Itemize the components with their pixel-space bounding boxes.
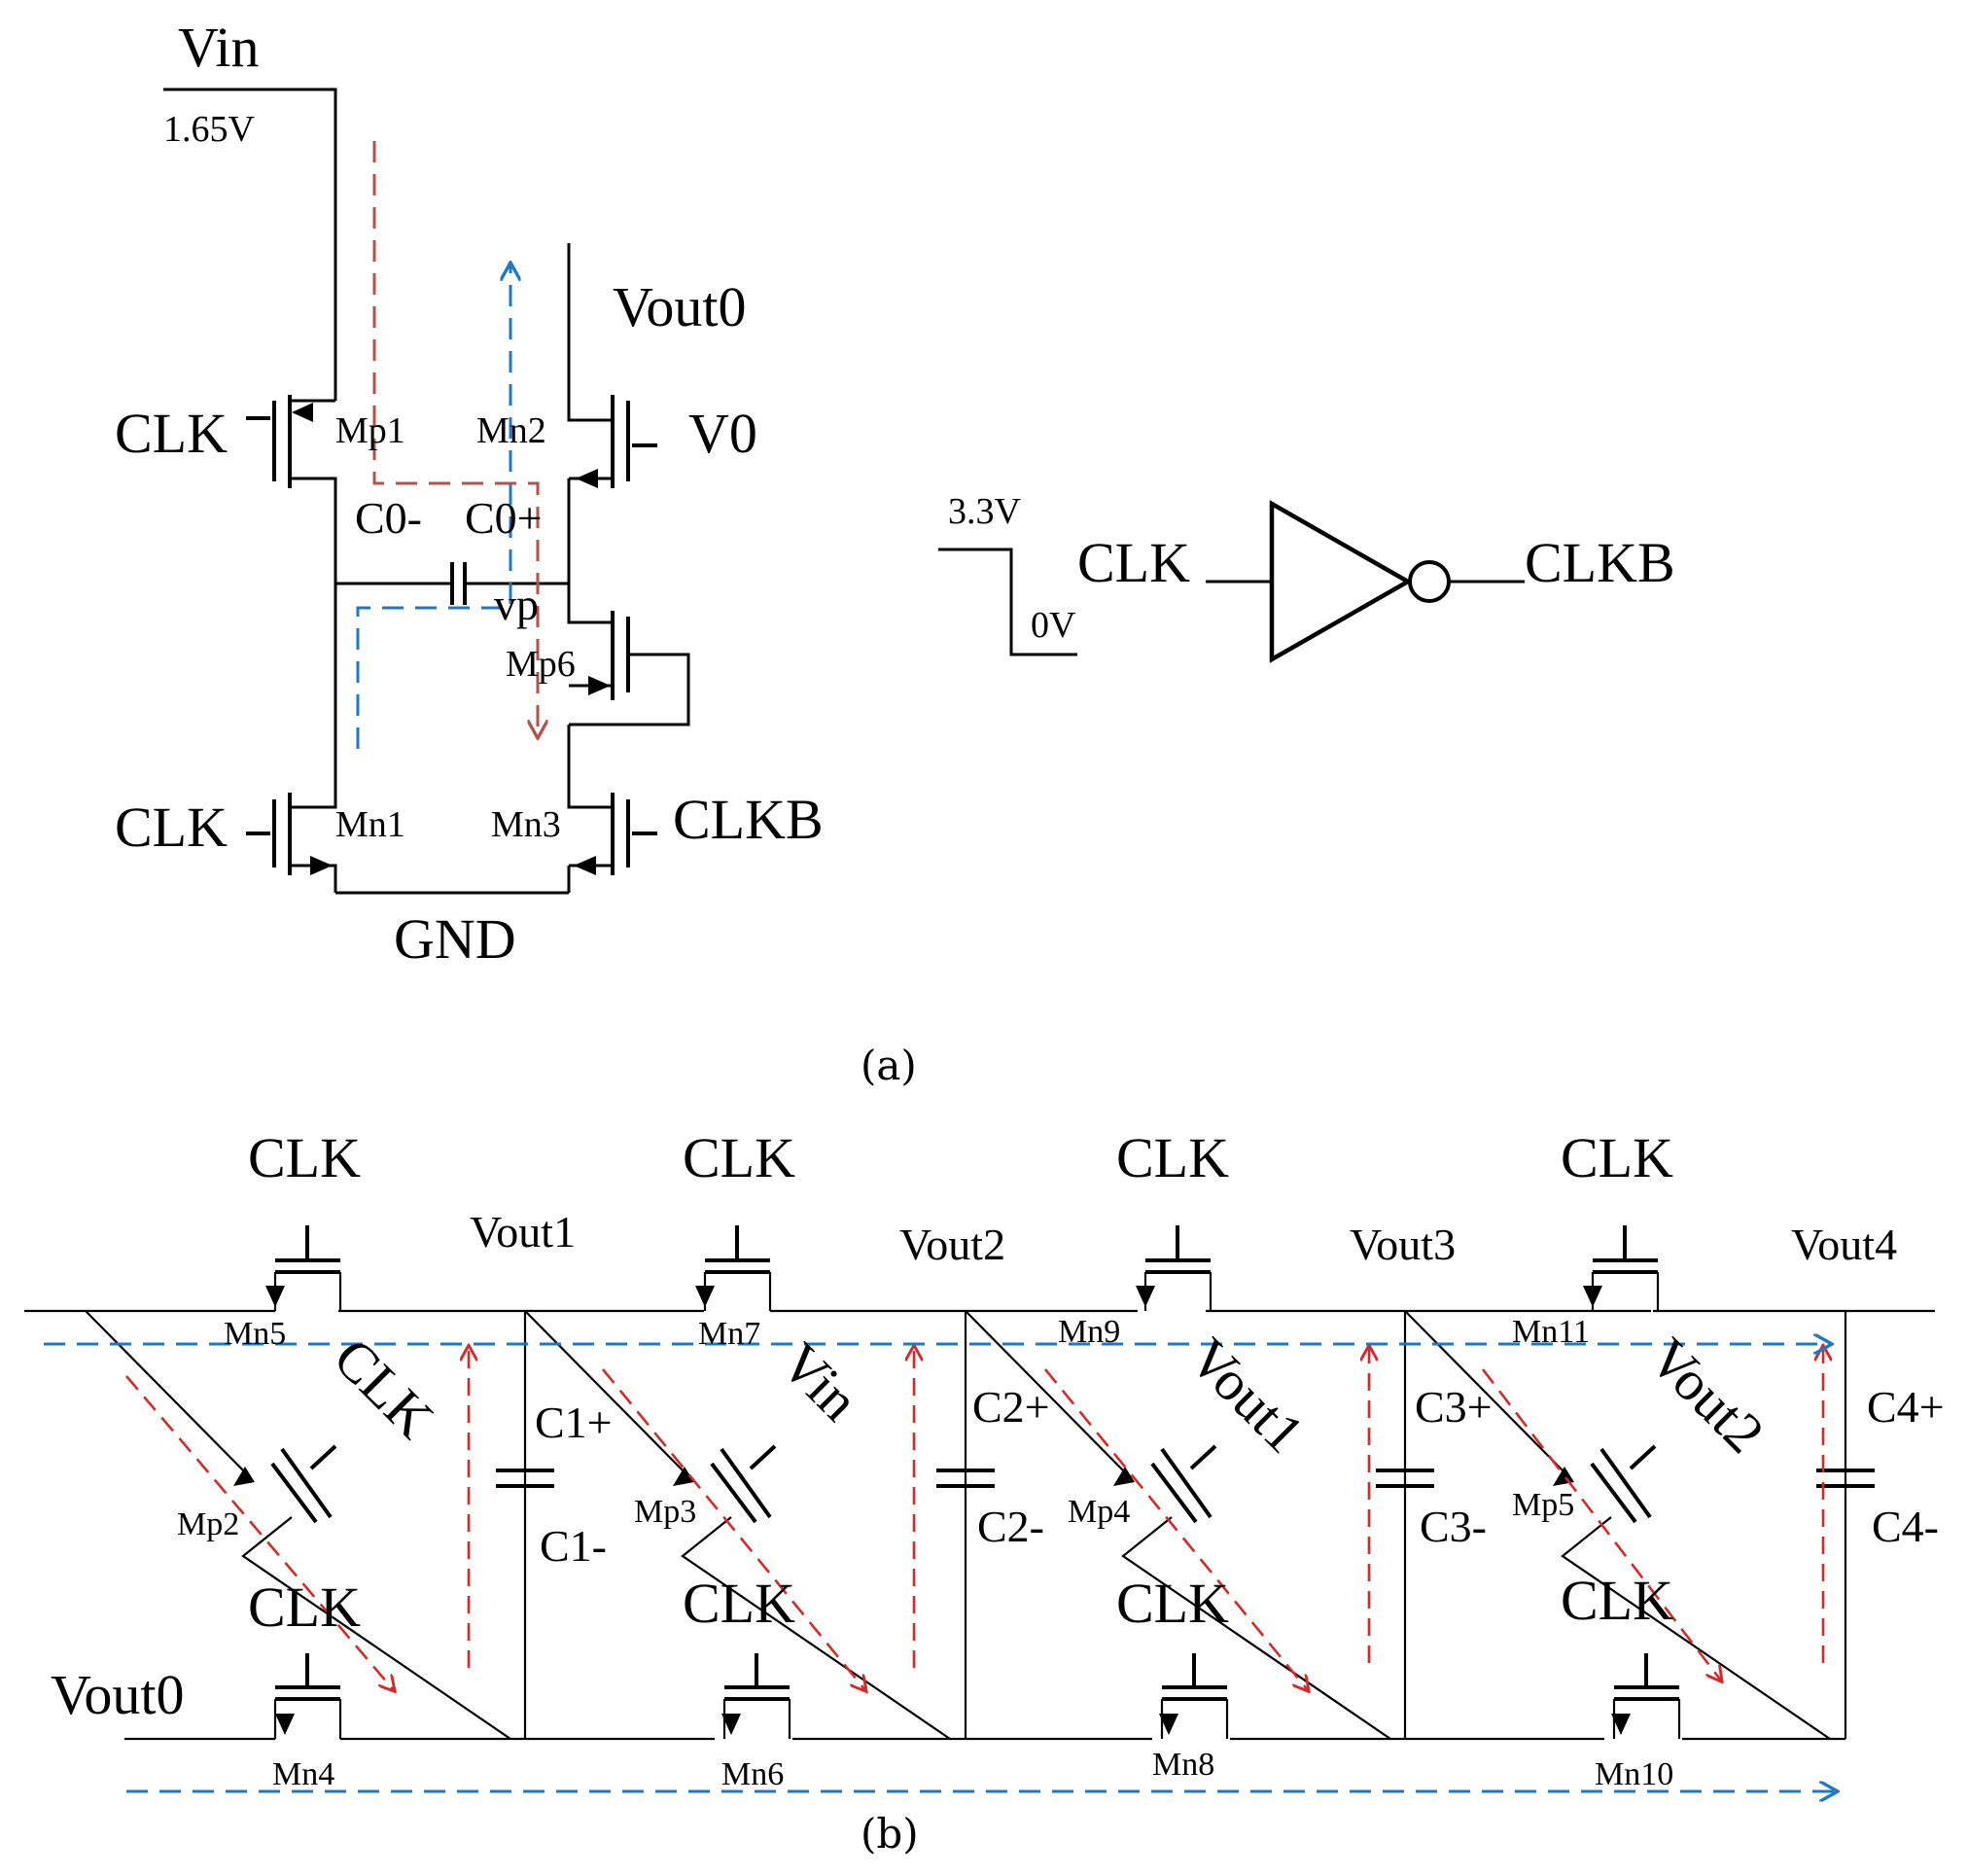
mn9-label: Mn9 (1058, 1314, 1120, 1350)
top-nmos-switches (265, 1225, 1660, 1311)
red-flow-arrows (125, 1347, 1823, 1690)
c3-capacitor (1376, 1469, 1434, 1488)
mn9-transistor (1136, 1225, 1212, 1311)
c3-plus-label: C3+ (1415, 1382, 1493, 1432)
mp4-gate-label: Vout1 (1177, 1326, 1317, 1465)
mn8-transistor (1159, 1653, 1229, 1739)
inverter-block (938, 500, 1525, 663)
c4-minus-label: C4- (1872, 1502, 1939, 1551)
c0-minus-label: C0- (355, 493, 422, 543)
mn11-transistor (1583, 1225, 1660, 1311)
mn1-label: Mn1 (335, 804, 405, 845)
vout4-label: Vout4 (1791, 1220, 1897, 1269)
vp-wire (567, 478, 613, 624)
vout0-b-label: Vout0 (51, 1663, 185, 1726)
c2-plus-label: C2+ (972, 1382, 1050, 1432)
clk-top-2: CLK (683, 1126, 795, 1189)
mp5-label: Mp5 (1512, 1487, 1574, 1523)
mn7-transistor (695, 1225, 772, 1311)
clkb-mn3-label: CLKB (673, 788, 824, 851)
mn6-transistor (721, 1653, 791, 1739)
vout0-wire (567, 243, 613, 422)
mp6-transistor (569, 611, 690, 726)
mn5-label: Mn5 (224, 1316, 286, 1352)
discharge-path-arrow (356, 265, 510, 749)
node-verticals (523, 1311, 1847, 1739)
c2-minus-label: C2- (977, 1502, 1044, 1551)
vin-label: Vin (178, 16, 260, 79)
mn7-label: Mn7 (698, 1316, 760, 1352)
c0-capacitor (450, 562, 467, 605)
part-b-circuit (24, 1225, 1935, 1791)
clk-top-3: CLK (1116, 1126, 1229, 1189)
vin-level-label: 1.65V (163, 109, 256, 150)
vout1-label: Vout1 (470, 1207, 576, 1257)
inverter-output-label: CLKB (1525, 531, 1675, 594)
mp5-gate-label: Vout2 (1637, 1326, 1776, 1465)
c1-capacitor (496, 1469, 554, 1488)
c4-capacitor (1816, 1469, 1875, 1488)
clk-top-1: CLK (248, 1126, 361, 1189)
mp3-branch (524, 1310, 951, 1740)
clk-bottom-2: CLK (683, 1572, 795, 1635)
mp1-label: Mp1 (335, 410, 405, 451)
inverter-bubble (1408, 560, 1451, 603)
mn2-label: Mn2 (476, 410, 546, 451)
vout2-label: Vout2 (899, 1220, 1005, 1269)
mp4-label: Mp4 (1068, 1494, 1130, 1530)
clk-bottom-3: CLK (1116, 1572, 1229, 1635)
vp-label: vp (494, 580, 539, 629)
clk-bottom-4: CLK (1561, 1569, 1673, 1632)
mp3-gate-label: Vin (769, 1330, 871, 1433)
mn3-transistor (567, 793, 657, 893)
inverter-input-label: CLK (1077, 531, 1190, 594)
c3-minus-label: C3- (1420, 1502, 1487, 1551)
mn5-transistor (265, 1225, 342, 1311)
mn10-transistor (1611, 1653, 1681, 1739)
c4-plus-label: C4+ (1867, 1382, 1945, 1432)
mn2-transistor (569, 395, 657, 488)
clk-mn1-label: CLK (115, 796, 228, 859)
c0-plus-label: C0+ (465, 493, 543, 543)
clk-bottom-1: CLK (248, 1575, 361, 1639)
mn1-drain-wire (290, 584, 337, 809)
inverter-triangle (1269, 500, 1413, 663)
c2-capacitor (936, 1469, 995, 1488)
mn1-transistor (246, 793, 337, 893)
clk-top-4: CLK (1561, 1126, 1673, 1189)
mn11-label: Mn11 (1512, 1314, 1590, 1350)
mp6-label: Mp6 (506, 644, 576, 685)
clock-low-label: 0V (1031, 605, 1076, 646)
mn3-label: Mn3 (491, 804, 561, 845)
pmos-diagonals (85, 1310, 1831, 1740)
vin-wire (163, 88, 337, 401)
mp1-transistor (246, 395, 337, 584)
caption-b: (b) (861, 1810, 919, 1858)
part-a-circuit (163, 88, 690, 895)
mn3-drain-wire (567, 725, 613, 809)
clock-waveform (938, 548, 1077, 656)
caption-a: (a) (861, 1042, 917, 1089)
mn4-transistor (273, 1653, 342, 1739)
bottom-nmos-switches (273, 1653, 1681, 1739)
clk-mp1-label: CLK (115, 402, 228, 465)
c1-plus-label: C1+ (535, 1398, 613, 1447)
clock-high-label: 3.3V (948, 491, 1022, 532)
mp2-branch (85, 1310, 511, 1740)
c1-minus-label: C1- (540, 1521, 607, 1571)
v0-label: V0 (688, 402, 757, 465)
vout3-label: Vout3 (1350, 1220, 1456, 1269)
mn10-label: Mn10 (1595, 1756, 1673, 1792)
mp2-label: Mp2 (177, 1506, 239, 1542)
charge-path-arrow (372, 141, 538, 736)
capacitors-b (496, 1469, 1875, 1488)
vout0-label: Vout0 (613, 275, 747, 338)
gnd-label: GND (394, 907, 516, 971)
mp3-label: Mp3 (634, 1494, 696, 1530)
mn4-label: Mn4 (272, 1756, 334, 1792)
mn6-label: Mn6 (721, 1756, 784, 1792)
mn8-label: Mn8 (1152, 1747, 1214, 1783)
